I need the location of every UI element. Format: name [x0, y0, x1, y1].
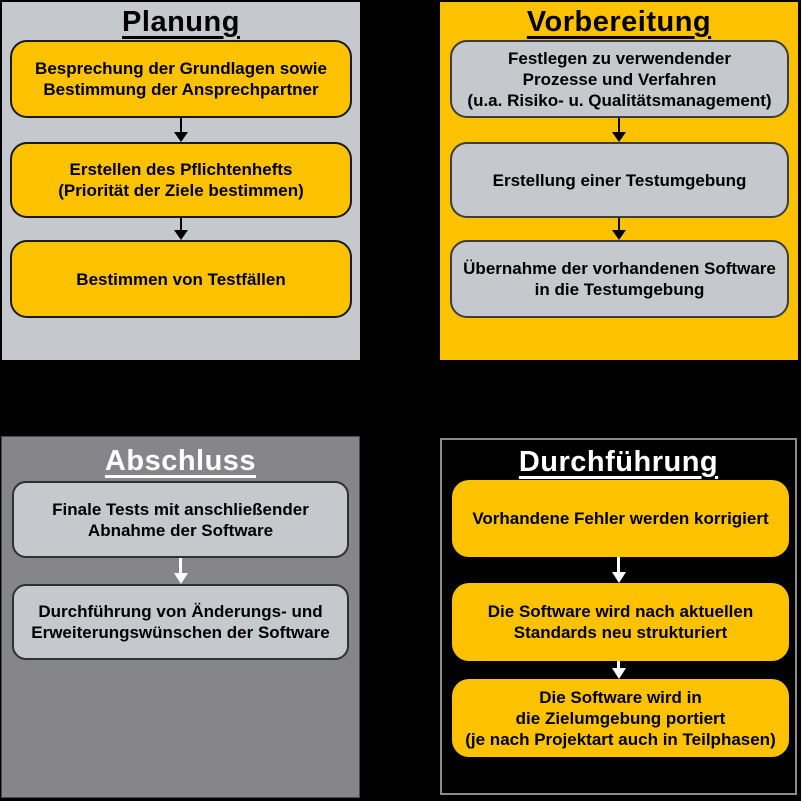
process-step-text: Prozesse und Verfahren	[522, 69, 717, 89]
process-step-text: in die Testumgebung	[534, 280, 705, 299]
quadrant-title-durchfuehrung: Durchführung	[518, 446, 719, 478]
process-step-text: Übernahme der vorhandenen Software	[463, 259, 776, 278]
process-step-text: Erstellen des Pflichtenhefts	[69, 160, 293, 179]
quadrant-vorbereitung: Vorbereitung Festlegen zu verwendender P…	[440, 2, 798, 360]
quadrant-abschluss: Abschluss Finale Tests mit anschließende…	[1, 436, 360, 798]
process-step-text: Standards neu strukturiert	[513, 623, 728, 642]
process-step-box: Besprechung der Grundlagen sowie Bestimm…	[10, 40, 352, 118]
process-step-text: Festlegen zu verwendender	[508, 48, 731, 68]
process-step-text: Besprechung der Grundlagen sowie	[35, 59, 327, 78]
process-step-text: Vorhandene Fehler werden korrigiert	[472, 509, 769, 528]
process-step-box: Die Software wird in die Zielumgebung po…	[452, 679, 789, 757]
process-step-box: Übernahme der vorhandenen Software in di…	[450, 240, 789, 318]
quadrant-planung: Planung Besprechung der Grundlagen sowie…	[2, 2, 360, 360]
process-step-text: (Priorität der Ziele bestimmen)	[58, 181, 304, 200]
quadrant-title-abschluss: Abschluss	[104, 445, 257, 477]
process-step-box: Finale Tests mit anschließender Abnahme …	[12, 481, 349, 558]
process-step-box: Erstellung einer Testumgebung	[450, 142, 789, 218]
process-step-text: Abnahme der Software	[87, 520, 274, 540]
down-arrow-icon	[611, 661, 626, 679]
quadrant-durchfuehrung: Durchführung Vorhandene Fehler werden ko…	[440, 438, 797, 795]
process-step-text: (u.a. Risiko- u. Qualitätsmanagement)	[467, 90, 772, 110]
quadrant-title-planung: Planung	[122, 6, 240, 38]
process-step-text: Die Software wird in	[539, 687, 702, 707]
process-step-text: Bestimmung der Ansprechpartner	[43, 80, 319, 99]
down-arrow-icon	[174, 218, 188, 240]
process-step-text: Durchführung von Änderungs- und	[38, 602, 323, 621]
down-arrow-icon	[173, 558, 188, 584]
process-step-box: Vorhandene Fehler werden korrigiert	[452, 480, 789, 557]
quadrant-title-vorbereitung: Vorbereitung	[526, 6, 712, 38]
process-step-text: Bestimmen von Testfällen	[76, 269, 286, 289]
process-step-text: Die Software wird nach aktuellen	[487, 602, 754, 621]
down-arrow-icon	[174, 118, 188, 142]
process-step-text: (je nach Projektart auch in Teilphasen)	[465, 729, 776, 749]
process-step-text: Finale Tests mit anschließender	[52, 499, 309, 519]
process-step-box: Die Software wird nach aktuellen Standar…	[452, 583, 789, 661]
down-arrow-icon	[611, 557, 626, 583]
process-step-text: Erstellung einer Testumgebung	[492, 170, 747, 190]
process-step-text: die Zielumgebung portiert	[515, 708, 726, 728]
process-step-text: Erweiterungswünschen der Software	[31, 623, 330, 642]
down-arrow-icon	[612, 218, 626, 240]
process-step-box: Durchführung von Änderungs- und Erweiter…	[12, 584, 349, 660]
process-step-box: Erstellen des Pflichtenhefts (Priorität …	[10, 142, 352, 218]
down-arrow-icon	[612, 118, 626, 142]
process-step-box: Bestimmen von Testfällen	[10, 240, 352, 318]
process-step-box: Festlegen zu verwendender Prozesse und V…	[450, 40, 789, 118]
